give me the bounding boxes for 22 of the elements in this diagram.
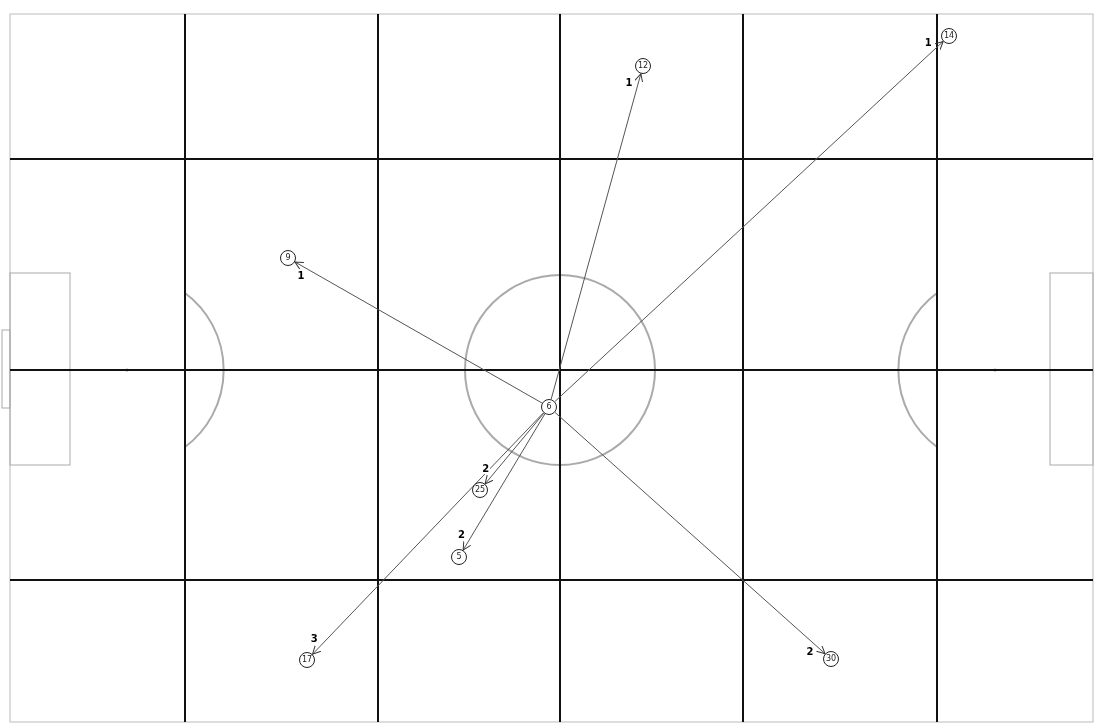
- pass-arrow: [462, 413, 546, 551]
- pass-count: 1: [923, 38, 933, 48]
- pass-count: 1: [296, 270, 306, 281]
- pass-count: 2: [805, 647, 815, 658]
- pass-arrow: [484, 412, 545, 485]
- player-circle: 25: [472, 482, 488, 498]
- pass-count: 2: [457, 530, 467, 541]
- pass-count: 1: [624, 77, 634, 88]
- pass-arrow: [550, 73, 644, 400]
- pass-count: 2: [481, 463, 491, 474]
- pass-arrow: [554, 40, 944, 403]
- player-circle: 17: [299, 652, 315, 668]
- player-circle: 9: [280, 250, 296, 266]
- player-circle: 6: [541, 399, 557, 415]
- player-circle: 12: [635, 58, 651, 74]
- pass-arrow: [554, 411, 826, 655]
- player-circle: 14: [941, 28, 957, 44]
- player-circle: 5: [451, 549, 467, 565]
- player-circle: 30: [823, 651, 839, 667]
- pass-arrow: [312, 412, 544, 655]
- pass-arrow: [294, 261, 543, 404]
- pass-count: 3: [309, 634, 319, 645]
